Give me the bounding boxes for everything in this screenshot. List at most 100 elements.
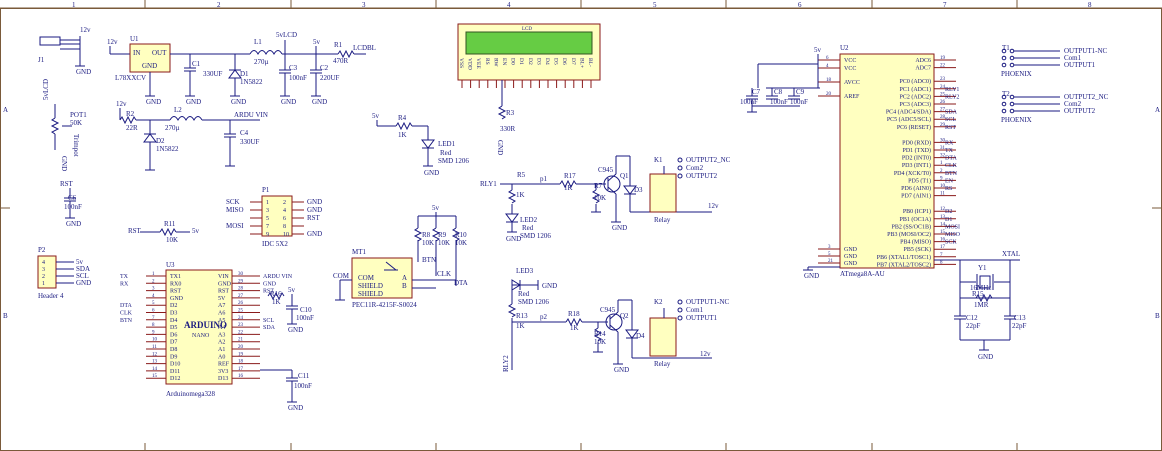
c2-ref: C2 bbox=[320, 64, 329, 72]
mcu-pin-label: PD2 (INT0) bbox=[902, 155, 931, 162]
lcd-pin-label: RS bbox=[484, 58, 490, 65]
p1-part: IDC 5X2 bbox=[262, 240, 288, 248]
arduino-pin-label: A4 bbox=[218, 325, 225, 331]
r9-val: 10K bbox=[438, 239, 450, 247]
c12-val: 22pF bbox=[966, 322, 981, 330]
arduino-pin-label: RST bbox=[170, 289, 181, 295]
r17-val: 1K bbox=[564, 184, 573, 192]
terminal-screw bbox=[1009, 101, 1015, 107]
l1-ref: L1 bbox=[254, 38, 262, 46]
arduino-pin-label: RX0 bbox=[170, 281, 181, 287]
relay2-label: Relay bbox=[654, 360, 671, 368]
mcu-pin-label: PB0 (ICP1) bbox=[903, 208, 931, 215]
lcd-pin-label: D7 bbox=[570, 58, 576, 65]
mcu-pin-label: GND bbox=[844, 247, 858, 253]
mcu-pin-number: 27 bbox=[940, 108, 946, 113]
c10-gnd: GND bbox=[288, 326, 303, 334]
d1-val: 1N5822 bbox=[240, 78, 263, 86]
isp-pin-number: 6 bbox=[283, 216, 286, 222]
arduino-pin-number: 20 bbox=[238, 345, 244, 350]
mcu-pin-label: PB1 (OC1A) bbox=[899, 216, 931, 223]
arduino-pin-number: 5 bbox=[152, 301, 155, 306]
terminal-screw bbox=[1009, 55, 1015, 61]
arduino-pin-label: D2 bbox=[170, 303, 177, 309]
mcu-pin-label: PB2 (SS/OC1B) bbox=[891, 223, 931, 230]
mcu-net: RX bbox=[945, 140, 954, 146]
arduino-pin-label: TX1 bbox=[170, 274, 181, 280]
mcu-pin-label: PB5 (SCK) bbox=[903, 246, 931, 253]
k2-ref: K2 bbox=[654, 298, 663, 306]
c7-val: 100nF bbox=[740, 98, 758, 106]
isp-pin-number: 9 bbox=[266, 232, 269, 238]
r2-12v: 12v bbox=[116, 100, 127, 108]
power-supply-section: J1 12v GND 12v U1 IN OUT GND L78XXCV GND bbox=[38, 26, 376, 106]
mcu-pin-label: PD1 (TXD) bbox=[903, 147, 932, 154]
led3-ref: LED3 bbox=[516, 267, 534, 275]
arduino-pin-label: A3 bbox=[218, 332, 225, 338]
col-label-5: 5 bbox=[653, 1, 657, 9]
r1-ref: R1 bbox=[334, 41, 343, 49]
mt1-com: COM bbox=[358, 274, 375, 282]
arduino-net-right: SCL bbox=[263, 318, 274, 324]
u1-gnd: GND bbox=[142, 62, 157, 70]
u1-in: IN bbox=[133, 49, 140, 57]
arduino-chip: Arduinomega328 bbox=[166, 390, 215, 398]
isp-pin-number: 1 bbox=[266, 200, 269, 206]
u1-12v: 12v bbox=[107, 38, 118, 46]
mcu-net: DTA bbox=[945, 156, 958, 162]
arduino-nano-u3: U3 ARDUINO NANO Arduinomega328 TX11TXRX0… bbox=[120, 261, 314, 412]
c3-ref: C3 bbox=[289, 64, 298, 72]
mcu-net: MISO bbox=[945, 232, 961, 238]
isp-net-left: SCK bbox=[226, 198, 240, 206]
r14-val: 10K bbox=[594, 338, 606, 346]
mcu-pin-number: 16 bbox=[940, 238, 946, 243]
c2-5v: 5v bbox=[313, 38, 321, 46]
arduino-pin-number: 13 bbox=[152, 360, 158, 365]
mcu-pin-number: 19 bbox=[940, 56, 946, 61]
r2-val: 22R bbox=[126, 124, 138, 132]
r1-val: 470R bbox=[333, 57, 349, 65]
mcu-net: SCK bbox=[945, 240, 957, 246]
isp-net-left: MISO bbox=[226, 206, 244, 214]
mcu-pin-label: GND bbox=[844, 261, 858, 267]
arduino-pin-number: 2 bbox=[152, 279, 155, 284]
r11-5v: 5v bbox=[192, 227, 200, 235]
c2-val: 220UF bbox=[320, 74, 340, 82]
lcd-pin-label: D6 bbox=[561, 58, 567, 65]
mt1-shield1: SHIELD bbox=[358, 282, 383, 290]
arduino-pin-number: 3 bbox=[152, 287, 155, 292]
mcu-pin-number: 15 bbox=[940, 230, 946, 235]
relay1-out: OUTPUT2 bbox=[686, 172, 718, 180]
terminal-screw bbox=[1001, 94, 1007, 100]
arduino-pin-label: D9 bbox=[170, 354, 177, 360]
d2-ref: D2 bbox=[156, 137, 165, 145]
arduino-pin-label: RST bbox=[218, 289, 229, 295]
lcd-title: LCD bbox=[522, 27, 532, 32]
mcu-pin-label: ADC7 bbox=[915, 66, 931, 72]
pot-name: Trimpot bbox=[72, 134, 80, 157]
header4-pin-number: 3 bbox=[42, 267, 45, 273]
r4-val: 1K bbox=[398, 131, 407, 139]
mcu-pin-number: 30 bbox=[940, 138, 946, 143]
col-label-2: 2 bbox=[217, 1, 221, 9]
dta-net: DTA bbox=[454, 279, 468, 287]
header4-net: GND bbox=[76, 279, 91, 287]
arduino-pin-number: 4 bbox=[152, 294, 155, 299]
k1-ref: K1 bbox=[654, 156, 663, 164]
mcu-pin-number: 1 bbox=[940, 161, 943, 166]
arduino-pin-number: 16 bbox=[238, 374, 244, 379]
arduino-pin-number: 1 bbox=[152, 272, 155, 277]
q1-ref: Q1 bbox=[620, 172, 629, 180]
r18-ref: R18 bbox=[568, 310, 580, 318]
mcu-pin-label: ADC6 bbox=[915, 58, 931, 64]
arduino-pin-label: GND bbox=[170, 296, 184, 302]
r5-ref: R5 bbox=[517, 171, 526, 179]
q2-ref: Q2 bbox=[620, 312, 629, 320]
arduino-pin-number: 27 bbox=[238, 294, 244, 299]
r13-ref: R13 bbox=[516, 312, 528, 320]
clk-net: CLK bbox=[437, 270, 451, 278]
relay2-driver: LED3 Red SMD 1206 GND R13 1K RLY2 p2 R18… bbox=[502, 267, 729, 374]
terminal-screw bbox=[1001, 55, 1007, 61]
lcd-pin-label: VDD bbox=[467, 58, 473, 70]
